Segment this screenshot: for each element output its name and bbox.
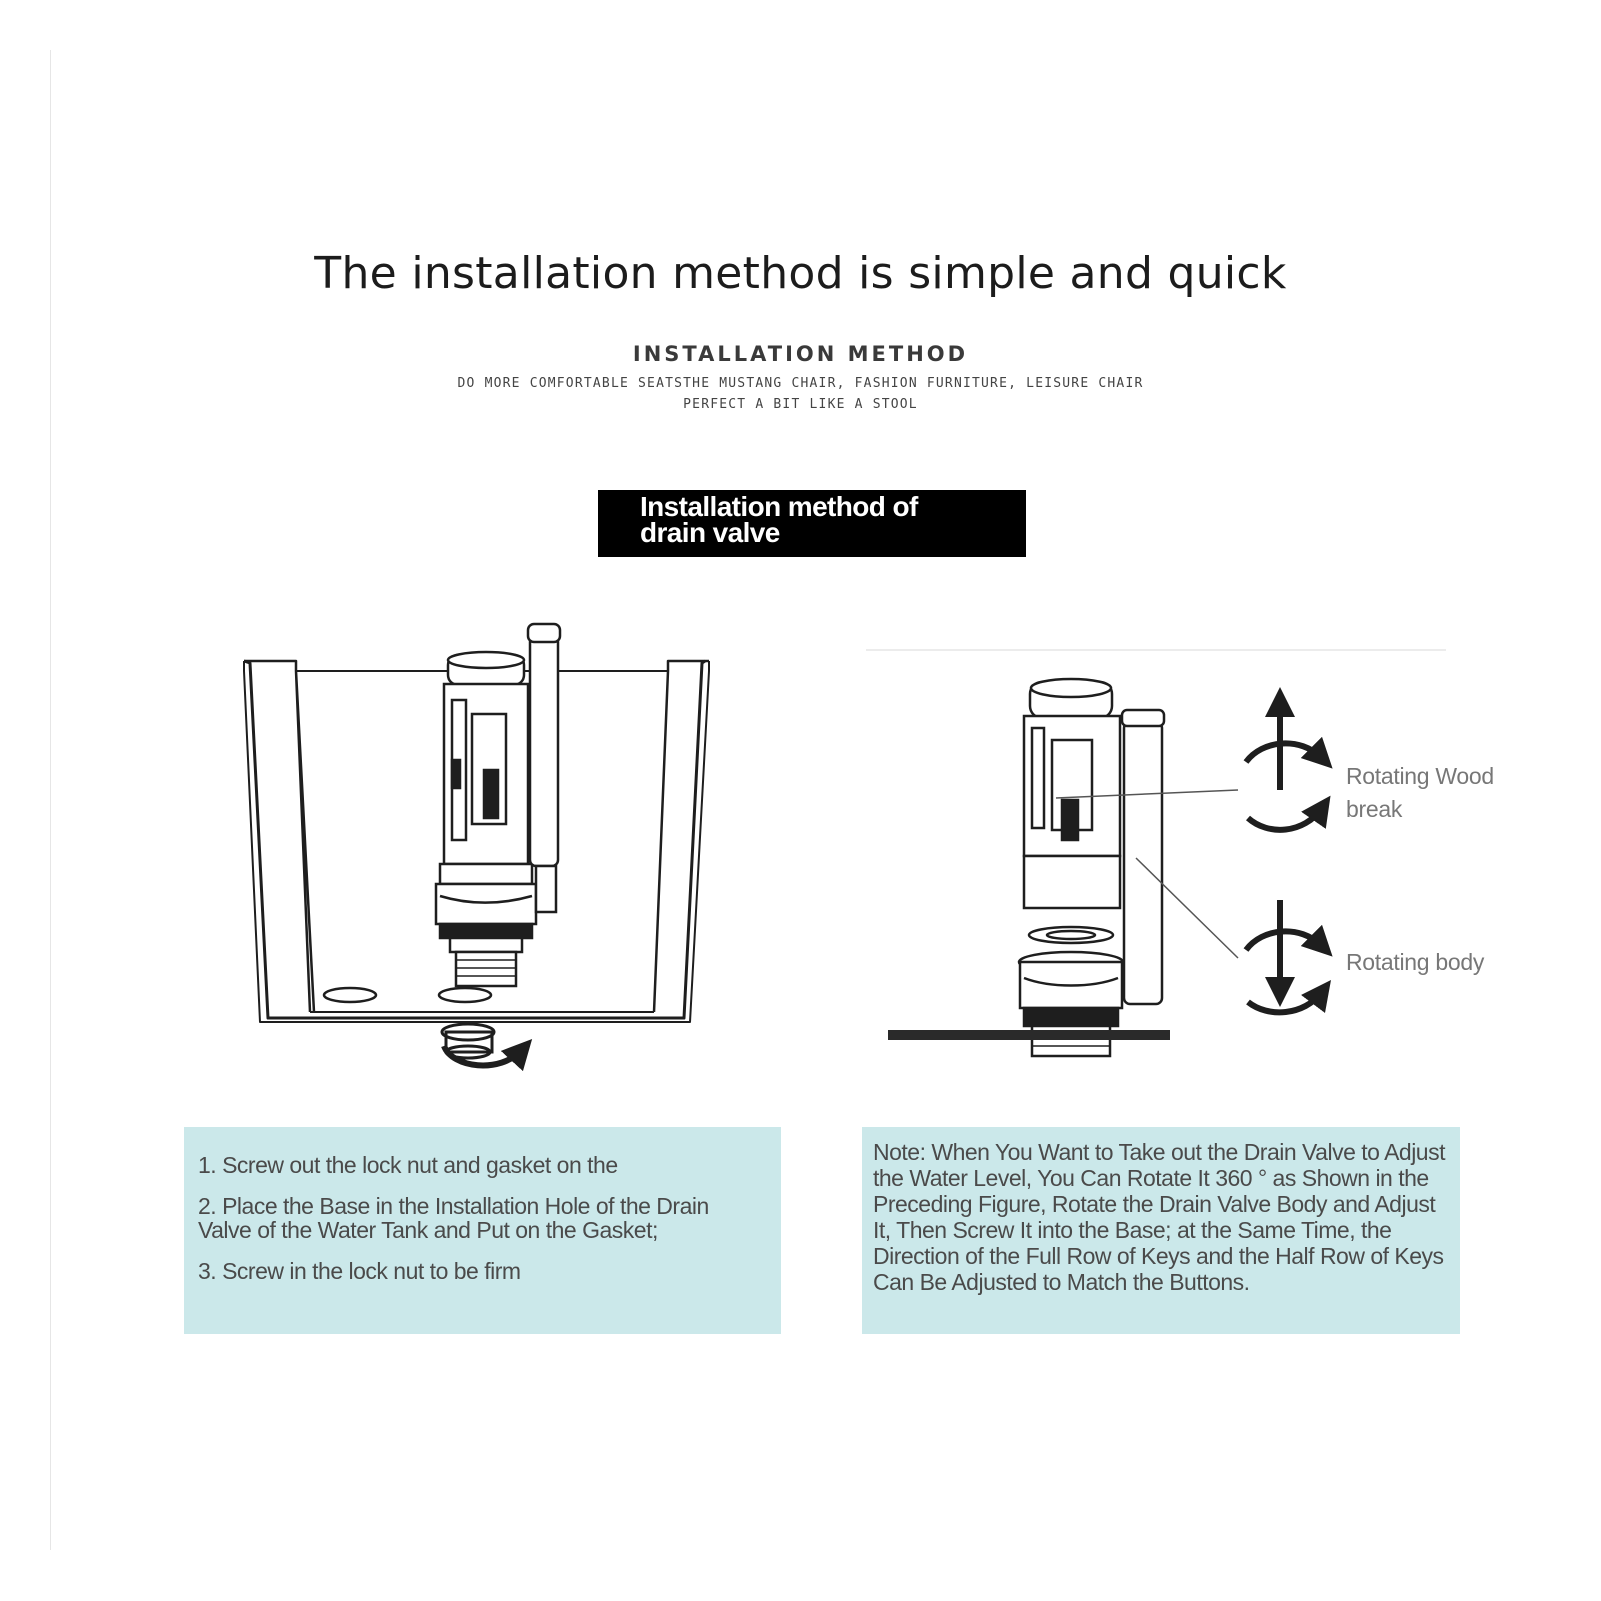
banner-line-2: drain valve [640,517,780,548]
tagline-line-1: DO MORE COMFORTABLE SEATSTHE MUSTANG CHA… [457,376,1144,391]
tagline-line-2: PERFECT A BIT LIKE A STOOL [683,397,918,412]
note-panel: Note: When You Want to Take out the Drai… [862,1127,1460,1334]
drain-valve-left [434,622,562,988]
step-2: 2. Place the Base in the Installation Ho… [198,1193,709,1243]
label-rotating-body: Rotating body [1346,949,1485,975]
rotate-arrows-top-icon [1243,687,1333,833]
label-rotating-wood-line-2: break [1346,796,1403,822]
tank-floor-plate [888,1030,1170,1040]
water-tank-illustration [243,659,710,1023]
label-rotating-wood: Rotating Wood break [1346,760,1494,826]
section-subtitle: INSTALLATION METHOD [632,342,969,366]
banner-line-1: Installation method of [640,491,918,522]
leader-lines [1055,789,1239,959]
label-rotating-wood-line-1: Rotating Wood [1346,763,1494,789]
drain-valve-right [1017,677,1166,1058]
section-banner: Installation method of drain valve [598,490,1026,557]
rotate-arrow-left-icon [441,1038,533,1072]
page-title: The installation method is simple and qu… [314,248,1287,299]
step-3: 3. Screw in the lock nut to be firm [198,1258,521,1284]
installation-steps-panel: 1. Screw out the lock nut and gasket on … [184,1127,781,1334]
rotate-arrows-bottom-icon [1243,900,1333,1016]
step-1: 1. Screw out the lock nut and gasket on … [198,1152,618,1178]
left-border-line [50,50,51,1550]
